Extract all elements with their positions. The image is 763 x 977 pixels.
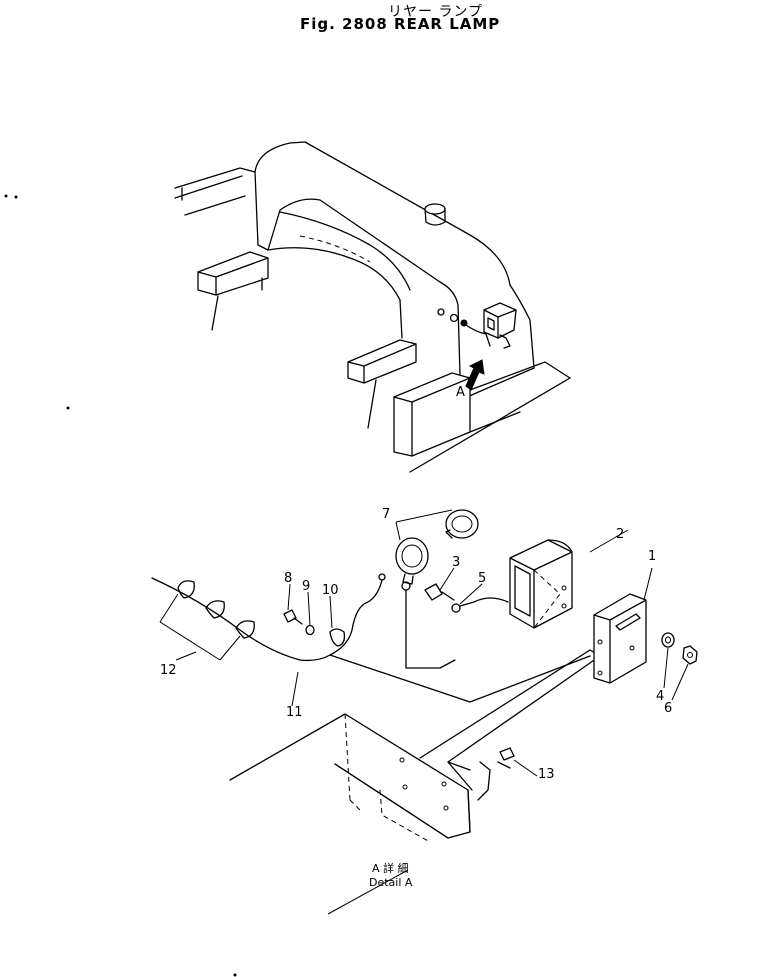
callout-13: 13 [538, 767, 555, 782]
detail-label: Detail A [369, 876, 413, 889]
callout-9: 9 [302, 579, 310, 594]
callout-4: 4 [656, 689, 664, 704]
callout-6: 6 [664, 701, 672, 716]
callout-3: 3 [452, 555, 460, 570]
callout-8: 8 [284, 571, 292, 586]
callout-1: 1 [648, 549, 656, 564]
callout-10: 10 [322, 583, 339, 598]
machine-rear-view: A [174, 141, 571, 473]
view-marker-a: A [456, 385, 465, 400]
figure-title-japanese: リヤー ランプ [388, 4, 484, 20]
callout-7: 7 [382, 507, 390, 522]
callout-12: 12 [160, 663, 177, 678]
detail-a-view [151, 509, 698, 915]
callout-5: 5 [478, 571, 486, 586]
callout-2: 2 [616, 527, 624, 542]
detail-label-japanese: A 詳 細 [372, 861, 409, 875]
callout-11: 11 [286, 705, 303, 720]
figure-title: Fig. 2808 REAR LAMP [300, 15, 501, 33]
